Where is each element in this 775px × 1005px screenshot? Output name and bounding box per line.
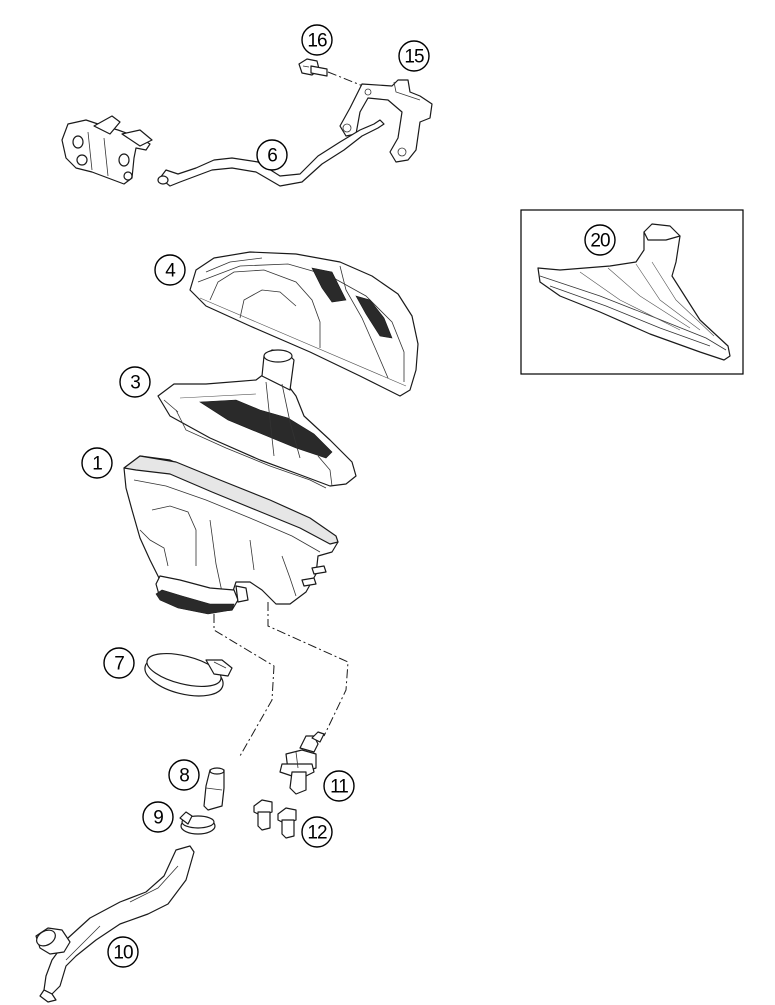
part-12-screws (253, 799, 297, 839)
callout-4: 4 (154, 254, 186, 286)
leader-8 (213, 614, 275, 757)
part-7-hose-clamp (144, 652, 233, 697)
callout-15: 15 (398, 40, 430, 72)
callout-6: 6 (256, 139, 288, 171)
callout-15-label: 15 (404, 47, 424, 68)
part-1-filter-box (123, 455, 339, 615)
callout-3-label: 3 (130, 373, 140, 394)
callout-20: 20 (584, 224, 616, 256)
callout-8-label: 8 (179, 766, 189, 787)
callout-9-label: 9 (153, 808, 163, 829)
callout-4-label: 4 (165, 261, 176, 282)
callout-1: 1 (81, 447, 113, 479)
inset-box (520, 209, 744, 375)
callout-12-label: 12 (307, 823, 327, 844)
callout-11: 11 (323, 770, 355, 802)
callout-9: 9 (142, 801, 174, 833)
part-3-air-filter (157, 349, 357, 489)
callout-8: 8 (168, 759, 200, 791)
part-15-bracket (339, 79, 433, 163)
part-10-hose (35, 845, 195, 1003)
part-6-stay (157, 119, 385, 187)
leader-11 (267, 602, 349, 737)
part-11-sensor (279, 731, 325, 795)
callout-16: 16 (301, 24, 333, 56)
callout-16-label: 16 (307, 31, 327, 52)
callout-1-label: 1 (92, 454, 102, 475)
callout-7-label: 7 (114, 654, 124, 675)
callout-10: 10 (107, 936, 139, 968)
part-8-fitting (203, 767, 225, 811)
callout-11-label: 11 (330, 777, 348, 798)
callout-7: 7 (103, 647, 135, 679)
callout-3: 3 (119, 366, 151, 398)
callout-6-label: 6 (267, 146, 277, 167)
callout-12: 12 (301, 816, 333, 848)
part-9-small-clamp (179, 811, 216, 835)
part-20-intake-seal (537, 223, 731, 361)
callout-10-label: 10 (113, 943, 133, 964)
callout-20-label: 20 (590, 231, 610, 252)
left-mount-bracket (61, 115, 153, 185)
part-16-bolt (298, 58, 328, 77)
part-4-filter-box-cover (189, 251, 419, 397)
